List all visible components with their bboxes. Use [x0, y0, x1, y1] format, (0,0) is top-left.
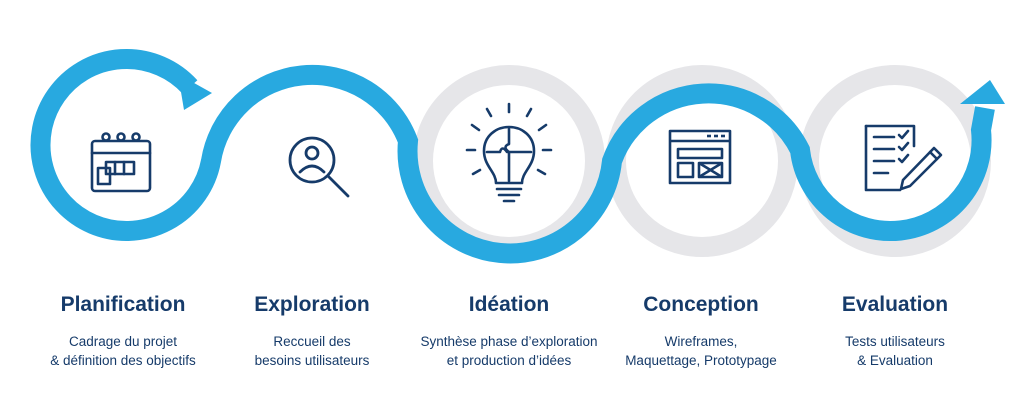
step-desc-line: besoins utilisateurs — [254, 353, 370, 368]
step-desc-line: et production d’idées — [446, 353, 572, 368]
step-title: Conception — [643, 293, 759, 316]
step-desc-line: & définition des objectifs — [50, 353, 196, 368]
step-description: Cadrage du projet & définition des objec… — [23, 332, 223, 370]
step-desc-line: Tests utilisateurs — [845, 334, 945, 349]
user-search-icon — [288, 136, 350, 198]
step-desc-line: Synthèse phase d’exploration — [420, 334, 598, 349]
step-exploration: Exploration Reccueil des besoins utilisa… — [212, 292, 412, 370]
process-flow-graphic — [30, 49, 1005, 264]
step-desc-line: Reccueil des — [273, 334, 351, 349]
step-conception: Conception Wireframes, Maquettage, Proto… — [601, 292, 801, 370]
step-title: Exploration — [254, 293, 370, 316]
flow-arrow-start — [178, 74, 212, 110]
calendar-icon — [90, 132, 152, 193]
step-title: Evaluation — [841, 293, 949, 316]
step-title: Planification — [60, 293, 186, 316]
flow-path — [30, 49, 995, 264]
step-desc-line: Wireframes, — [664, 334, 738, 349]
step-desc-line: Maquettage, Prototypage — [625, 353, 777, 368]
step-description: Synthèse phase d’exploration et producti… — [409, 332, 609, 370]
step-description: Reccueil des besoins utilisateurs — [212, 332, 412, 370]
step-planification: Planification Cadrage du projet & défini… — [23, 292, 223, 370]
step-title: Idéation — [468, 293, 550, 316]
step-description: Wireframes, Maquettage, Prototypage — [601, 332, 801, 370]
step-desc-line: Cadrage du projet — [68, 334, 178, 349]
step-evaluation: Evaluation Tests utilisateurs & Evaluati… — [795, 292, 995, 370]
flow-arrow-end — [960, 80, 1005, 104]
checklist-pencil-icon — [864, 124, 943, 192]
step-description: Tests utilisateurs & Evaluation — [795, 332, 995, 370]
wireframe-icon — [668, 129, 732, 185]
step-desc-line: & Evaluation — [857, 353, 933, 368]
step-ideation: Idéation Synthèse phase d’exploration et… — [409, 292, 609, 370]
lightbulb-puzzle-icon — [465, 102, 553, 203]
